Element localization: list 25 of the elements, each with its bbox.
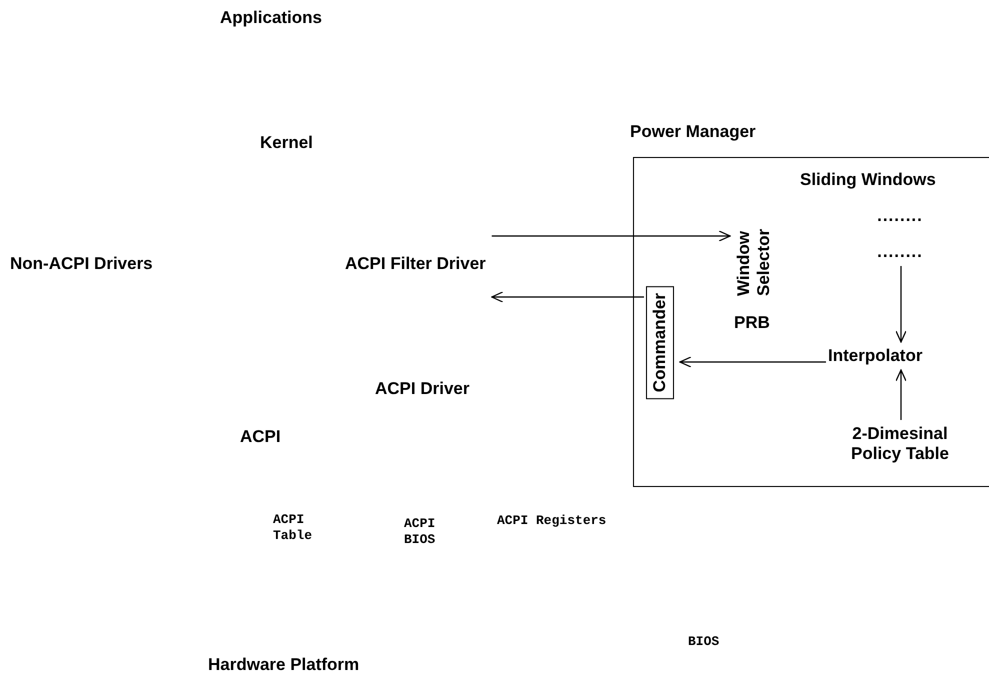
arrow xyxy=(679,356,826,368)
component-label: ACPI Table xyxy=(273,512,335,544)
panel-heading: Power Manager xyxy=(630,122,756,142)
component-label: Applications xyxy=(220,8,322,28)
arrow xyxy=(895,266,907,343)
component-label: Kernel xyxy=(260,133,313,153)
component-label: PRB xyxy=(734,313,770,333)
component-label: Hardware Platform xyxy=(208,655,360,675)
arrow xyxy=(492,230,731,242)
component-label: Sliding Windows xyxy=(800,170,936,190)
component-label: Interpolator xyxy=(828,346,922,366)
component-label: Window Selector xyxy=(734,204,774,296)
arrow xyxy=(491,291,644,303)
component-label: ACPI Filter Driver xyxy=(345,254,486,274)
component-label: Non-ACPI Drivers xyxy=(10,254,153,274)
component-label: ACPI xyxy=(240,427,281,447)
window-slot: ........ xyxy=(800,242,930,262)
component-label: ACPI BIOS xyxy=(404,516,454,548)
component-label: ACPI Driver xyxy=(375,379,470,399)
window-slot: ........ xyxy=(800,206,930,226)
component-label: ACPI Registers xyxy=(497,513,612,529)
component-label: BIOS xyxy=(688,634,720,650)
component-label: 2-Dimesinal Policy Table xyxy=(830,424,970,464)
arrow xyxy=(895,369,907,420)
component-box: Commander xyxy=(646,286,674,400)
